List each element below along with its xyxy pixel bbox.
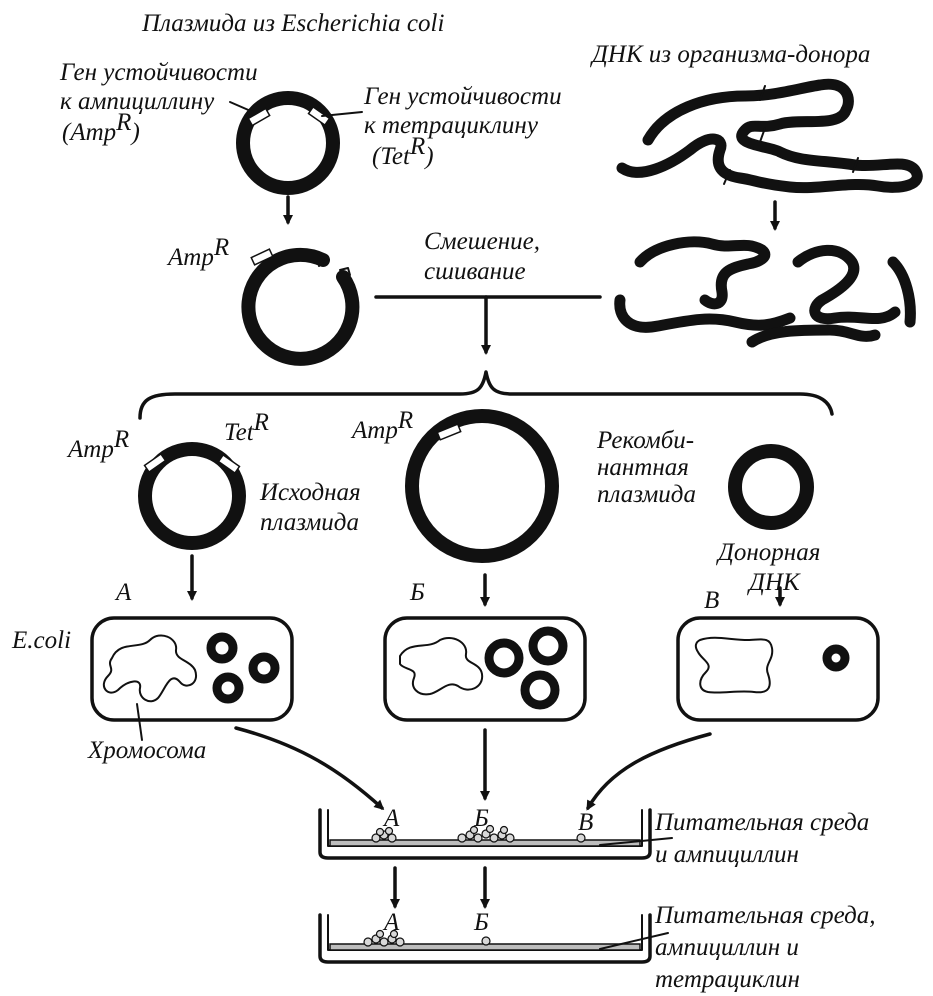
svg-text:(AmpR): (AmpR) xyxy=(62,109,140,146)
colonies-dish1-b xyxy=(457,824,515,843)
label-tet-gene: Ген устойчивости к тетрациклину (TetR) xyxy=(363,83,562,170)
label-amp-open: AmpR xyxy=(166,234,229,271)
arrow-cell-a-to-dish xyxy=(234,726,385,811)
pointer-medium-1 xyxy=(599,837,673,846)
cell-b xyxy=(383,616,587,722)
letter-b-dish1: Б xyxy=(473,805,489,832)
label-amp-recombinant: AmpR xyxy=(350,407,413,444)
label-medium2-line1: Питательная среда, xyxy=(654,902,875,929)
svg-text:(TetR): (TetR) xyxy=(372,133,434,170)
recombinant-plasmid xyxy=(405,409,559,563)
petri-dish-1 xyxy=(318,808,652,860)
tet-marker-original xyxy=(217,453,241,475)
letter-v-top: В xyxy=(704,587,719,614)
label-mixing-line2: сшивание xyxy=(424,258,526,285)
chromosome-b xyxy=(399,636,484,696)
chromosome-a xyxy=(102,634,198,703)
title-donor-dna: ДНК из организма-донора xyxy=(590,41,870,68)
arrow-cell-v-to-dish xyxy=(586,732,712,811)
letter-a-dish1: А xyxy=(382,805,400,832)
pointer-medium-2 xyxy=(599,932,669,950)
label-recombinant-line2: нантная xyxy=(597,454,689,481)
original-plasmid-top xyxy=(229,91,363,195)
label-ecoli: E.coli xyxy=(11,627,71,654)
label-medium2-line3: тетрациклин xyxy=(655,966,800,993)
tet-gene-marker xyxy=(307,105,331,127)
label-recombinant-line1: Рекомби- xyxy=(596,427,694,454)
label-amp-original: AmpR xyxy=(66,426,129,463)
label-chromosome: Хромосома xyxy=(87,737,206,764)
label-original-line1: Исходная xyxy=(259,479,361,506)
amp-marker-recombinant xyxy=(436,423,462,441)
amp-marker-original xyxy=(143,452,167,474)
letter-v-dish1: В xyxy=(578,809,593,836)
opened-plasmid xyxy=(241,247,360,366)
label-medium1-line1: Питательная среда xyxy=(654,809,869,836)
brace xyxy=(138,370,834,420)
colonies-dish2-a xyxy=(363,929,405,947)
label-original-line2: плазмида xyxy=(260,509,359,536)
donor-dna-strand xyxy=(616,78,923,194)
letter-a-top: А xyxy=(114,579,132,606)
label-donor-line2: ДНК xyxy=(747,569,801,596)
title-plasmid-ecoli: Плазмида из Escherichia coli xyxy=(141,10,444,37)
colonies-dish2-b xyxy=(481,936,491,946)
label-medium2-line2: ампициллин и xyxy=(655,934,799,961)
amp-gene-marker xyxy=(247,107,271,127)
colonies-dish1-v xyxy=(576,833,586,843)
svg-text:Ген устойчивости: Ген устойчивости xyxy=(363,83,562,110)
label-medium1-line2: и ампициллин xyxy=(655,841,799,868)
letter-a-dish2: А xyxy=(382,909,400,936)
svg-text:к тетрациклину: к тетрациклину xyxy=(364,112,539,139)
chromosome-pointer xyxy=(136,703,143,741)
label-donor-line1: Донорная xyxy=(716,539,820,566)
chromosome-v xyxy=(694,636,774,694)
original-plasmid xyxy=(138,442,246,550)
label-mixing-line1: Смешение, xyxy=(424,228,540,255)
petri-dish-2 xyxy=(318,913,652,964)
label-amp-gene: Ген устойчивости к ампициллину (AmpR) xyxy=(59,59,258,146)
svg-text:к ампициллину: к ампициллину xyxy=(60,88,215,115)
cell-a xyxy=(90,616,294,722)
donor-dna-fragments xyxy=(614,236,916,348)
letter-b-dish2: Б xyxy=(473,909,489,936)
colonies-dish1-a xyxy=(371,826,397,843)
svg-text:Ген устойчивости: Ген устойчивости xyxy=(59,59,258,86)
label-recombinant-line3: плазмида xyxy=(597,481,696,508)
letter-b-top: Б xyxy=(409,579,425,606)
amp-gene-marker-open xyxy=(250,248,274,266)
medium-dish-1 xyxy=(329,839,641,847)
donor-dna-ring xyxy=(728,444,814,530)
label-tet-original: TetR xyxy=(224,409,269,446)
cell-v xyxy=(676,616,880,722)
